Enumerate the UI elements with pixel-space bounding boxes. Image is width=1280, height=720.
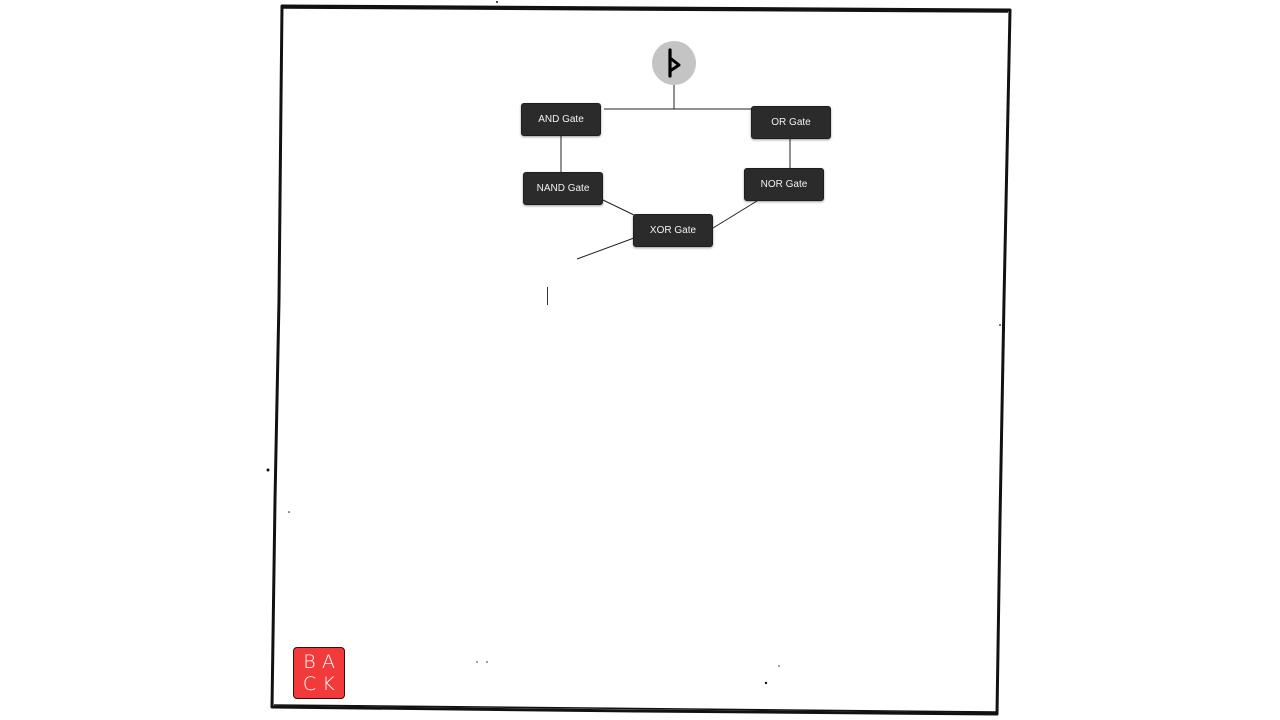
text-caret xyxy=(547,287,548,305)
xor-gate-node[interactable]: XOR Gate xyxy=(633,214,713,247)
frame-border xyxy=(270,4,1012,716)
connector-nor-xor xyxy=(712,200,758,229)
and-gate-label: AND Gate xyxy=(538,114,584,125)
back-button[interactable]: B A C K xyxy=(293,647,345,699)
nand-gate-label: NAND Gate xyxy=(536,183,590,194)
or-gate-node[interactable]: OR Gate xyxy=(751,106,831,139)
back-letter-b: B xyxy=(303,650,316,673)
nor-gate-node[interactable]: NOR Gate xyxy=(744,168,824,201)
thorn-rune-icon xyxy=(668,48,681,78)
root-node[interactable] xyxy=(652,41,696,85)
or-gate-label: OR Gate xyxy=(771,117,811,128)
and-gate-node[interactable]: AND Gate xyxy=(521,103,601,136)
nand-gate-node[interactable]: NAND Gate xyxy=(523,172,603,205)
connector-nand-xor xyxy=(602,199,635,216)
back-letter-k: K xyxy=(322,672,335,695)
back-letter-a: A xyxy=(322,650,335,673)
back-letter-c: C xyxy=(302,672,317,695)
xor-gate-label: XOR Gate xyxy=(649,225,697,236)
nor-gate-label: NOR Gate xyxy=(760,179,808,190)
connector-xor-out xyxy=(576,237,635,260)
